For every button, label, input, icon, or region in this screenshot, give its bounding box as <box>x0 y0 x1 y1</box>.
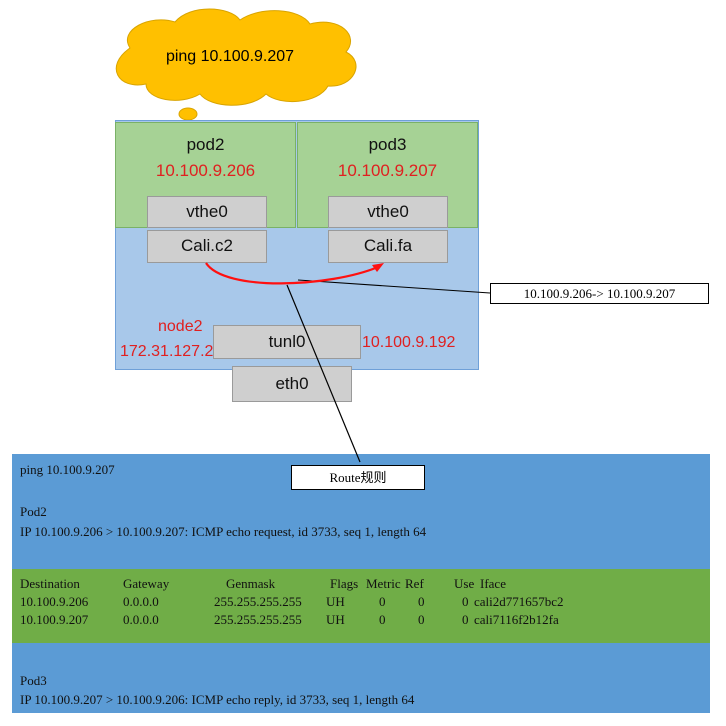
cloud-ping-text: ping 10.100.9.207 <box>165 48 295 65</box>
thought-cloud <box>115 8 357 106</box>
pod3-vthe0: vthe0 <box>328 196 448 228</box>
row1-flags: UH <box>326 594 345 609</box>
row1-ref: 0 <box>418 594 425 609</box>
header-iface: Iface <box>480 576 506 591</box>
header-use: Use <box>454 576 475 591</box>
row1-use: 0 <box>462 594 469 609</box>
row1-gateway: 0.0.0.0 <box>123 594 159 609</box>
row2-ref: 0 <box>418 612 425 627</box>
tunl-ip: 10.100.9.192 <box>362 334 456 351</box>
reply-panel: Pod3 IP 10.100.9.207 > 10.100.9.206: ICM… <box>12 643 710 713</box>
tunl0-interface: tunl0 <box>213 325 361 359</box>
row2-use: 0 <box>462 612 469 627</box>
packet-flow-arrow <box>205 262 379 285</box>
header-metric: Metric <box>366 576 401 591</box>
node-ip: 172.31.127.252 <box>120 343 232 360</box>
route-leader-line <box>286 284 361 463</box>
callout-leader-line <box>297 279 491 294</box>
row2-iface: cali7116f2b12fa <box>474 612 559 627</box>
header-gateway: Gateway <box>123 576 170 591</box>
pod2-cali-iface: Cali.c2 <box>147 230 267 263</box>
pod3-trace: IP 10.100.9.207 > 10.100.9.206: ICMP ech… <box>20 692 415 707</box>
pod3-label: Pod3 <box>20 673 47 688</box>
header-ref: Ref <box>405 576 424 591</box>
header-genmask: Genmask <box>226 576 276 591</box>
row1-genmask: 255.255.255.255 <box>214 594 302 609</box>
row2-genmask: 255.255.255.255 <box>214 612 302 627</box>
pod2-name: pod2 <box>186 135 225 154</box>
node-name: node2 <box>158 318 203 335</box>
ping-command: ping 10.100.9.207 <box>20 462 115 477</box>
header-flags: Flags <box>330 576 359 591</box>
row2-gateway: 0.0.0.0 <box>123 612 159 627</box>
pod2-trace: IP 10.100.9.206 > 10.100.9.207: ICMP ech… <box>20 524 427 539</box>
route-table-panel: Destination Gateway Genmask Flags Metric… <box>12 569 710 643</box>
pod3-name: pod3 <box>368 135 407 154</box>
row2-flags: UH <box>326 612 345 627</box>
pod2-label: Pod2 <box>20 504 47 519</box>
pod3-ip: 10.100.9.207 <box>337 161 438 180</box>
row2-destination: 10.100.9.207 <box>20 612 89 627</box>
pod2-ip: 10.100.9.206 <box>155 161 256 180</box>
pod2-vthe0: vthe0 <box>147 196 267 228</box>
row1-destination: 10.100.9.206 <box>20 594 89 609</box>
flow-callout: 10.100.9.206-> 10.100.9.207 <box>490 283 709 304</box>
route-rule-callout: Route规则 <box>291 465 425 490</box>
row1-metric: 0 <box>379 594 386 609</box>
packet-flow-arrowhead <box>372 263 384 272</box>
row1-iface: cali2d771657bc2 <box>474 594 564 609</box>
header-destination: Destination <box>20 576 80 591</box>
pod3-cali-iface: Cali.fa <box>328 230 448 263</box>
row2-metric: 0 <box>379 612 386 627</box>
eth0-interface: eth0 <box>232 366 352 402</box>
